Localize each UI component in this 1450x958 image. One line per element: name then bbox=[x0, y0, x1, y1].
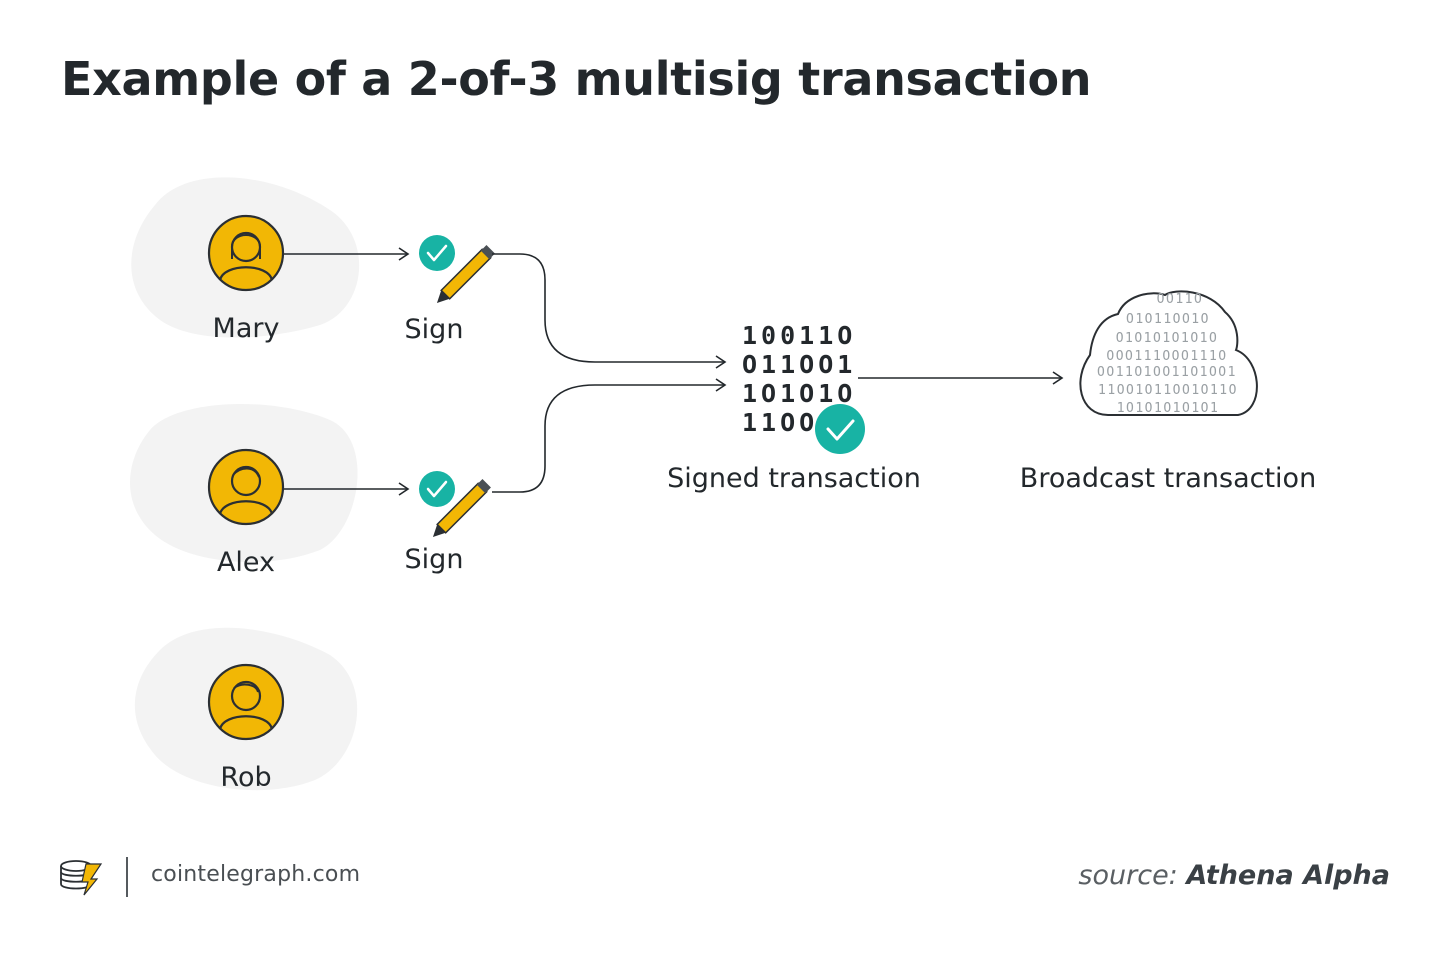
source-name: Athena Alpha bbox=[1186, 860, 1390, 891]
cloud-binary-row: O1O11OO1O bbox=[1126, 312, 1210, 327]
mary-pencil-icon bbox=[436, 245, 495, 304]
cloud-icon: OO11O O1O11OO1O O1O1O1O1O1O OOO111OOO111… bbox=[1079, 290, 1258, 416]
signed-transaction-label: Signed transaction bbox=[667, 463, 921, 494]
footer-site[interactable]: cointelegraph.com bbox=[151, 862, 361, 887]
binary-row: 10011O bbox=[742, 321, 856, 350]
binary-row: 11OO bbox=[742, 408, 818, 437]
alex-connector bbox=[492, 378, 727, 493]
binary-row: 1O1O1O bbox=[742, 379, 856, 408]
page-title: Example of a 2-of-3 multisig transaction bbox=[61, 52, 1092, 106]
cloud-binary-row: OOO111OOO111O bbox=[1106, 349, 1227, 364]
mary-connector bbox=[492, 253, 727, 369]
cloud-binary-row: O1O1O1O1O1O bbox=[1116, 331, 1219, 346]
alex-checkmark-icon bbox=[419, 471, 455, 507]
footer-divider bbox=[126, 857, 128, 897]
alex-sign-label: Sign bbox=[404, 544, 464, 575]
mary-name: Mary bbox=[212, 313, 280, 344]
mary-checkmark-icon bbox=[419, 235, 455, 271]
source-prefix: source: bbox=[1078, 860, 1178, 891]
cloud-binary-row: 1O1O1O1O1O1 bbox=[1117, 401, 1220, 416]
rob-user-icon bbox=[207, 663, 285, 741]
cloud-binary-row: OO11O1OO11O1OO1 bbox=[1097, 365, 1237, 380]
broadcast-transaction-label: Broadcast transaction bbox=[1019, 463, 1317, 494]
cloud-binary-row: OO11O bbox=[1157, 292, 1204, 307]
binary-data-icon: 10011O O11OO1 1O1O1O 11OO bbox=[742, 321, 856, 437]
alex-user-icon bbox=[207, 448, 285, 526]
signed-checkmark-icon bbox=[815, 404, 865, 454]
source-credit: source: Athena Alpha bbox=[1078, 860, 1390, 891]
cloud-binary-row: 11OO1O11OO1O11O bbox=[1098, 383, 1238, 398]
cointelegraph-logo-icon bbox=[60, 860, 103, 896]
mary-sign-label: Sign bbox=[404, 314, 464, 345]
mary-user-icon bbox=[207, 214, 285, 292]
rob-name: Rob bbox=[220, 762, 272, 793]
binary-row: O11OO1 bbox=[742, 350, 856, 379]
alex-name: Alex bbox=[216, 547, 276, 578]
